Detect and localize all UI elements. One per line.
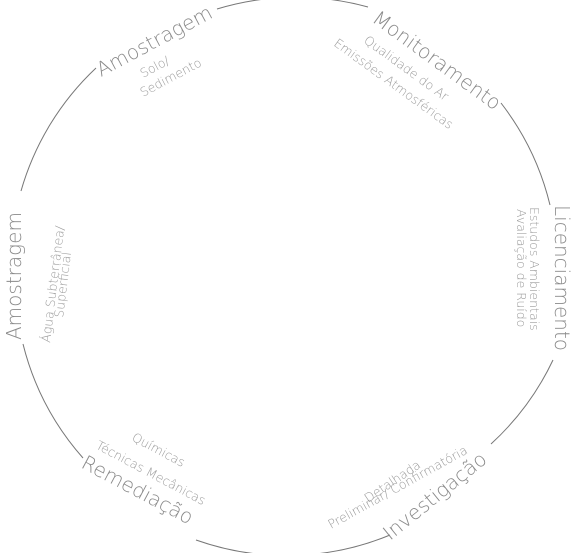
ring-arc-3 <box>490 359 554 445</box>
ring-arc-5 <box>22 343 84 459</box>
section-investigacao: Investigação Detalhada Preliminar/ Confi… <box>325 442 491 545</box>
ring-arc-1 <box>216 0 369 10</box>
ring-arc-4 <box>195 534 391 557</box>
section-amostragem-solo: Amostragem Solo/ Sedimento <box>92 0 216 99</box>
section-title: Amostragem <box>2 212 26 340</box>
ring-arc-2 <box>500 102 551 206</box>
section-monitoramento: Monitoramento Qualidade do Ar Emissões A… <box>331 6 506 132</box>
section-subtitle: Estudos Ambientais <box>527 207 542 331</box>
section-amostragem-agua: Amostragem Água Subterrânea/ Superficial <box>2 212 74 343</box>
ring-arc-6 <box>20 67 97 192</box>
section-title: Licenciamento <box>550 205 574 351</box>
section-remediacao: Remediação Químicas Técnicas Mecânicas <box>78 429 209 529</box>
section-licenciamento: Licenciamento Estudos Ambientais Avaliaç… <box>514 205 574 351</box>
section-subtitle: Avaliação de Ruído <box>514 209 529 327</box>
